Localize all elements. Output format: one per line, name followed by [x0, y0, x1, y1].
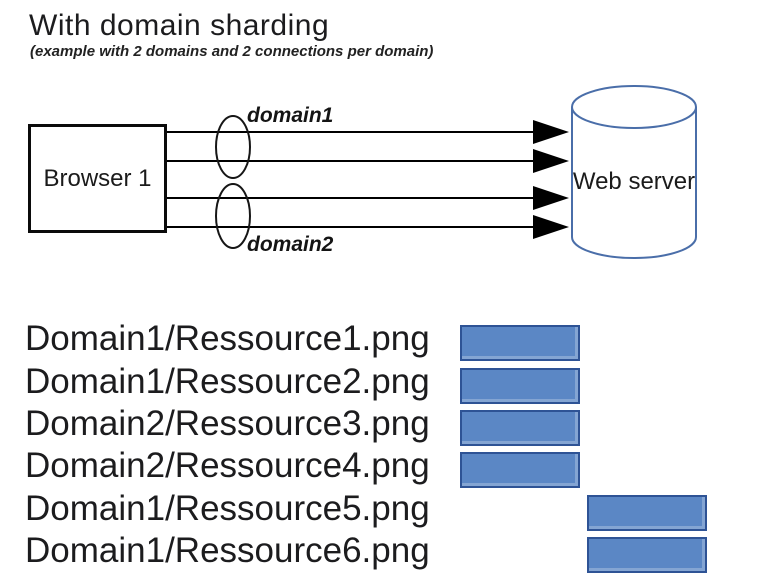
domain2-group-ellipse: [215, 183, 251, 249]
resource-row: Domain2/Ressource3.png: [0, 406, 758, 446]
domain1-label: domain1: [247, 104, 334, 127]
resource-row: Domain1/Ressource1.png: [0, 321, 758, 361]
arrowhead-icon: [533, 215, 569, 239]
download-timeline-bar: [460, 325, 580, 361]
resource-label: Domain1/Ressource6.png: [25, 531, 430, 570]
browser-node-label: Browser 1: [43, 164, 152, 192]
resource-label: Domain2/Ressource4.png: [25, 446, 430, 485]
domain1-group-ellipse: [215, 115, 251, 179]
download-timeline-bar: [587, 495, 707, 531]
resource-label: Domain1/Ressource1.png: [25, 319, 430, 358]
browser-node: Browser 1: [28, 124, 167, 233]
server-cylinder-body: [571, 107, 697, 259]
arrowhead-icon: [533, 186, 569, 210]
resource-row: Domain1/Ressource2.png: [0, 364, 758, 404]
arrowhead-icon: [533, 120, 569, 144]
server-cylinder-top: [571, 85, 697, 129]
resource-label: Domain1/Ressource2.png: [25, 362, 430, 401]
page-subtitle: (example with 2 domains and 2 connection…: [30, 43, 434, 60]
domain2-label: domain2: [247, 233, 334, 256]
resource-label: Domain1/Ressource5.png: [25, 489, 430, 528]
download-timeline-bar: [460, 368, 580, 404]
page-title: With domain sharding: [29, 9, 330, 42]
connections-diagram: [167, 85, 697, 259]
download-timeline-bar: [460, 452, 580, 488]
server-node-label: Web server: [572, 168, 696, 195]
download-timeline-bar: [460, 410, 580, 446]
resource-label: Domain2/Ressource3.png: [25, 404, 430, 443]
resource-row: Domain1/Ressource5.png: [0, 491, 758, 531]
resource-row: Domain2/Ressource4.png: [0, 448, 758, 488]
arrowhead-icon: [533, 149, 569, 173]
download-timeline-bar: [587, 537, 707, 573]
resource-row: Domain1/Ressource6.png: [0, 533, 758, 573]
